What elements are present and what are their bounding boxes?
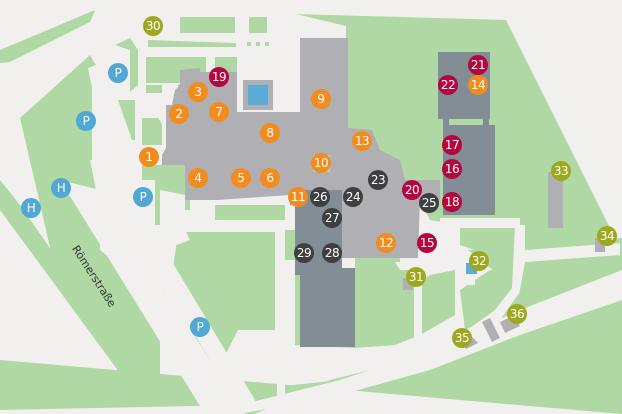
location-marker-14[interactable]: 14 bbox=[468, 75, 488, 95]
location-marker-35[interactable]: 35 bbox=[452, 328, 472, 348]
location-marker-12[interactable]: 12 bbox=[376, 233, 396, 253]
fountain bbox=[248, 85, 268, 105]
location-marker-19[interactable]: 19 bbox=[209, 67, 229, 87]
location-marker-33[interactable]: 33 bbox=[551, 161, 571, 181]
location-marker-5[interactable]: 5 bbox=[231, 168, 251, 188]
building-33 bbox=[548, 172, 563, 228]
location-marker-4[interactable]: 4 bbox=[188, 168, 208, 188]
location-marker-22[interactable]: 22 bbox=[438, 75, 458, 95]
bus-stop-icon[interactable]: H bbox=[51, 178, 71, 198]
location-marker-31[interactable]: 31 bbox=[406, 267, 426, 287]
location-marker-18[interactable]: 18 bbox=[442, 192, 462, 212]
location-marker-27[interactable]: 27 bbox=[322, 208, 342, 228]
location-marker-9[interactable]: 9 bbox=[311, 89, 331, 109]
location-marker-29[interactable]: 29 bbox=[294, 243, 314, 263]
location-marker-3[interactable]: 3 bbox=[188, 82, 208, 102]
parking-icon[interactable]: P bbox=[190, 317, 210, 337]
location-marker-30[interactable]: 30 bbox=[143, 16, 163, 36]
location-marker-1[interactable]: 1 bbox=[139, 147, 159, 167]
location-marker-36[interactable]: 36 bbox=[507, 304, 527, 324]
location-marker-13[interactable]: 13 bbox=[352, 131, 372, 151]
roads bbox=[0, 155, 622, 414]
location-marker-2[interactable]: 2 bbox=[169, 104, 189, 124]
location-marker-34[interactable]: 34 bbox=[597, 226, 617, 246]
location-marker-25[interactable]: 25 bbox=[419, 193, 439, 213]
location-marker-7[interactable]: 7 bbox=[209, 102, 229, 122]
location-marker-10[interactable]: 10 bbox=[311, 153, 331, 173]
location-marker-15[interactable]: 15 bbox=[417, 233, 437, 253]
parking-icon[interactable]: P bbox=[133, 187, 153, 207]
location-marker-6[interactable]: 6 bbox=[260, 168, 280, 188]
location-marker-8[interactable]: 8 bbox=[260, 123, 280, 143]
location-marker-20[interactable]: 20 bbox=[402, 180, 422, 200]
location-marker-28[interactable]: 28 bbox=[322, 243, 342, 263]
location-marker-17[interactable]: 17 bbox=[442, 135, 462, 155]
location-marker-11[interactable]: 11 bbox=[288, 187, 308, 207]
bus-stop-icon[interactable]: H bbox=[21, 198, 41, 218]
location-marker-24[interactable]: 24 bbox=[343, 187, 363, 207]
location-marker-26[interactable]: 26 bbox=[310, 187, 330, 207]
location-marker-23[interactable]: 23 bbox=[368, 170, 388, 190]
parking-icon[interactable]: P bbox=[108, 63, 128, 83]
parking-icon[interactable]: P bbox=[76, 111, 96, 131]
location-marker-32[interactable]: 32 bbox=[469, 251, 489, 271]
location-marker-16[interactable]: 16 bbox=[442, 159, 462, 179]
location-marker-21[interactable]: 21 bbox=[468, 55, 488, 75]
